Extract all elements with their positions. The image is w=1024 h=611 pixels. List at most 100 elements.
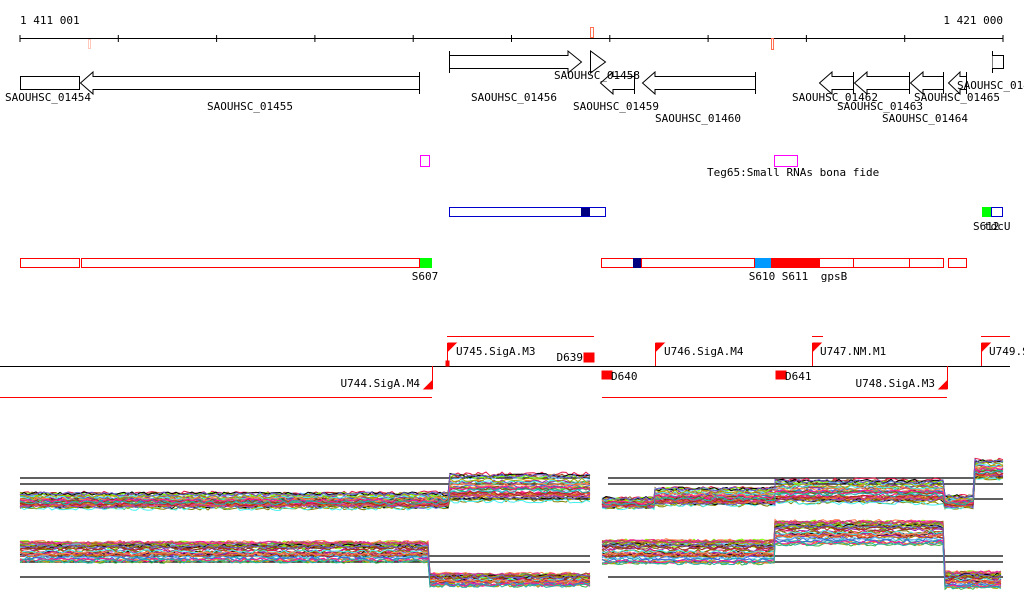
expression-plot — [19, 457, 1004, 591]
green-feature[interactable] — [982, 207, 991, 217]
gene-01456[interactable] — [449, 49, 583, 75]
expression-trace-top — [19, 495, 591, 510]
marker — [771, 38, 774, 50]
red-feature[interactable] — [853, 258, 910, 268]
promoter-flag-icon[interactable] — [422, 379, 433, 390]
s607-feature[interactable] — [420, 258, 432, 268]
feature-label: tdcU — [984, 220, 1011, 233]
expression-trace-top — [19, 492, 591, 508]
expression-trace-top — [601, 470, 1004, 507]
red-feature[interactable] — [601, 258, 755, 268]
gene-label: SAOUHSC_01454 — [5, 91, 91, 104]
gene-01463[interactable] — [853, 70, 910, 96]
expression-trace-top — [19, 490, 591, 507]
promoter-label: U746.SigA.M4 — [664, 345, 744, 358]
expression-trace-bottom — [19, 550, 591, 584]
expression-trace-top — [19, 473, 590, 497]
d639-box[interactable] — [583, 352, 595, 363]
gene-label: SAOUHSC_01459 — [573, 100, 659, 113]
gene-01454[interactable] — [20, 76, 80, 90]
srna-track: Teg65:Small RNAs bona fide — [420, 155, 879, 179]
promoter-label: U748.SigA.M3 — [856, 377, 935, 390]
expression-trace-bottom — [19, 544, 591, 580]
red-feature[interactable] — [81, 258, 420, 268]
expression-trace-top — [601, 461, 1004, 503]
gene-label: SAOUHSC_01460 — [655, 112, 741, 125]
expression-trace-top — [19, 498, 591, 511]
gene-label: SAOUHSC_01463 — [837, 100, 923, 113]
expression-trace-top — [601, 458, 1004, 501]
blue-feature[interactable] — [449, 207, 606, 217]
gene-label: SAOUHSC_0146 — [957, 79, 1024, 92]
expression-trace-bottom — [601, 529, 1002, 582]
srna-feature-teg65[interactable] — [774, 155, 798, 167]
expression-trace-top — [601, 472, 1004, 508]
expression-trace-top — [19, 477, 590, 500]
blue-track: S612 tdcU — [449, 207, 1011, 233]
expression-trace-bottom — [19, 544, 591, 580]
expression-trace-top — [601, 471, 1004, 508]
gpsb-feature[interactable] — [819, 258, 854, 268]
red-track-labels: S607 S610 S611 gpsB — [412, 270, 848, 283]
gene-label: SAOUHSC_01462 — [792, 91, 878, 104]
feature-label: S611 — [782, 270, 809, 283]
blue-feature[interactable] — [991, 207, 1003, 217]
gene-01458[interactable] — [590, 50, 607, 74]
expression-trace-top — [19, 495, 591, 510]
promoter-flag-icon[interactable] — [937, 379, 948, 390]
expression-trace-bottom — [601, 520, 1002, 576]
expression-trace-top — [19, 485, 591, 504]
expression-trace-top — [19, 480, 591, 501]
navy-segment — [581, 208, 590, 216]
promoter-flag-icon[interactable] — [981, 342, 992, 353]
expression-trace-top — [601, 463, 1004, 503]
gene-01466[interactable] — [992, 55, 1004, 69]
promoter-flag-icon[interactable] — [655, 342, 666, 353]
gene-label: SAOUHSC_01464 — [882, 112, 968, 125]
feature-label: S607 — [412, 270, 439, 283]
expression-trace-top — [19, 479, 591, 501]
s610-feature[interactable] — [755, 258, 771, 268]
gene-label: SAOUHSC_01455 — [207, 100, 293, 113]
promoter-flag-icon[interactable] — [812, 342, 823, 353]
gene-01459[interactable] — [599, 70, 635, 96]
feature-label: gpsB — [821, 270, 848, 283]
feature-label: S610 — [749, 270, 776, 283]
expression-trace-bottom — [19, 543, 591, 579]
expression-trace-bottom — [601, 538, 1002, 588]
gene-01464[interactable] — [909, 70, 944, 96]
expression-trace-top — [601, 477, 1004, 511]
promoter-label: U744.SigA.M4 — [341, 377, 421, 390]
promoter-label: U747.NM.M1 — [820, 345, 886, 358]
red-feature[interactable] — [909, 258, 944, 268]
marker — [590, 27, 594, 38]
gene-01462[interactable] — [818, 70, 854, 96]
d640-box[interactable] — [601, 370, 613, 380]
expression-trace-top — [601, 459, 1004, 502]
srna-label: Teg65:Small RNAs bona fide — [707, 166, 879, 179]
promoter-flag-icon[interactable] — [447, 342, 458, 353]
expression-trace-bottom — [19, 551, 591, 585]
gene-label: SAOUHSC_01456 — [471, 91, 557, 104]
ruler-start-label: 1 411 001 — [20, 14, 80, 27]
expression-trace-top — [601, 467, 1003, 505]
promoter-label: D641 — [785, 370, 812, 383]
d641-box[interactable] — [775, 370, 787, 380]
expression-trace-bottom — [19, 558, 591, 589]
feature-label: S612 — [973, 220, 1000, 233]
red-feature[interactable] — [20, 258, 80, 268]
srna-feature[interactable] — [420, 155, 430, 167]
gene-track — [20, 49, 1004, 96]
gene-labels: SAOUHSC_01454 SAOUHSC_01455 SAOUHSC_0145… — [5, 69, 1024, 125]
s611-feature[interactable] — [771, 258, 819, 268]
promoter-track: U744.SigA.M4 U745.SigA.M3 D639 D640 U746… — [0, 336, 1024, 398]
red-track — [20, 258, 967, 268]
gene-01455[interactable] — [79, 70, 420, 96]
gene-01465[interactable] — [947, 70, 967, 96]
gene-01460[interactable] — [641, 70, 756, 96]
promoter-label: D639 — [557, 351, 584, 364]
marker — [88, 39, 91, 49]
gene-label: SAOUHSC_01465 — [914, 91, 1000, 104]
red-feature[interactable] — [948, 258, 967, 268]
